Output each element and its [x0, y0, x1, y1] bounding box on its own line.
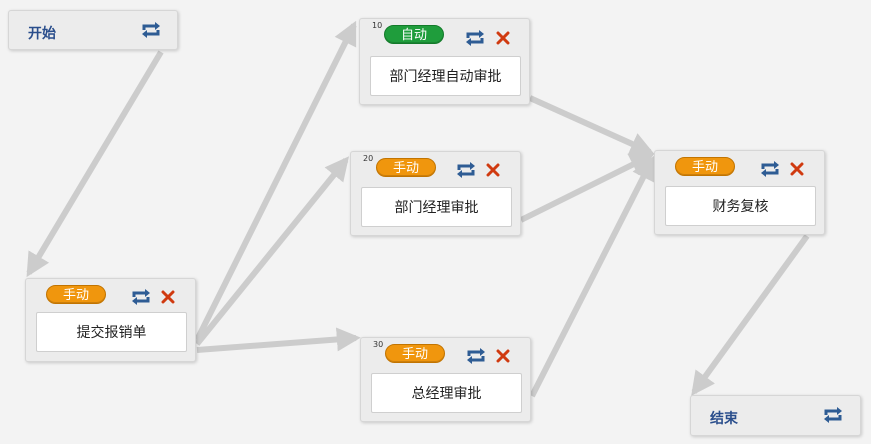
manual-mode-badge: 手动: [46, 285, 106, 304]
manual-mode-badge: 手动: [385, 344, 445, 363]
refresh-icon[interactable]: [464, 346, 488, 366]
edge-submit-to-dept-auto[interactable]: [194, 20, 357, 342]
edge-submit-to-gm[interactable]: [196, 327, 361, 353]
manual-mode-badge: 手动: [376, 158, 436, 177]
dept-auto-node-label: 部门经理自动审批: [370, 56, 521, 96]
dept-node[interactable]: 20 手动 部门经理审批: [350, 151, 521, 236]
edge-dept-auto-to-finance[interactable]: [528, 95, 655, 156]
dept-node-label: 部门经理审批: [361, 187, 512, 227]
delete-icon[interactable]: [486, 163, 500, 177]
edge-dept-to-finance[interactable]: [519, 153, 655, 223]
dept-auto-node[interactable]: 10 自动 部门经理自动审批: [359, 18, 530, 105]
sequence-number: 10: [372, 21, 383, 30]
manual-mode-badge: 手动: [675, 157, 735, 176]
edge-gm-to-finance[interactable]: [529, 155, 655, 398]
finance-node-label: 财务复核: [665, 186, 816, 226]
submit-node[interactable]: 手动 提交报销单: [25, 278, 196, 362]
end-node[interactable]: 结束: [690, 395, 861, 436]
gm-node-label: 总经理审批: [371, 373, 522, 413]
edge-start-to-submit[interactable]: [26, 50, 164, 278]
auto-mode-badge: 自动: [384, 25, 444, 44]
delete-icon[interactable]: [790, 162, 804, 176]
refresh-icon[interactable]: [139, 20, 163, 40]
sequence-number: 30: [373, 340, 384, 349]
refresh-icon[interactable]: [758, 159, 782, 179]
end-node-label: 结束: [710, 411, 738, 427]
delete-icon[interactable]: [496, 31, 510, 45]
refresh-icon[interactable]: [129, 287, 153, 307]
edge-submit-to-dept[interactable]: [194, 156, 350, 346]
finance-node[interactable]: 手动 财务复核: [654, 150, 825, 235]
refresh-icon[interactable]: [821, 405, 845, 425]
refresh-icon[interactable]: [463, 28, 487, 48]
gm-node[interactable]: 30 手动 总经理审批: [360, 337, 531, 422]
start-node[interactable]: 开始: [8, 10, 178, 50]
refresh-icon[interactable]: [454, 160, 478, 180]
delete-icon[interactable]: [161, 290, 175, 304]
edge-finance-to-end[interactable]: [691, 234, 810, 396]
delete-icon[interactable]: [496, 349, 510, 363]
sequence-number: 20: [363, 154, 374, 163]
submit-node-label: 提交报销单: [36, 312, 187, 352]
start-node-label: 开始: [28, 26, 56, 42]
